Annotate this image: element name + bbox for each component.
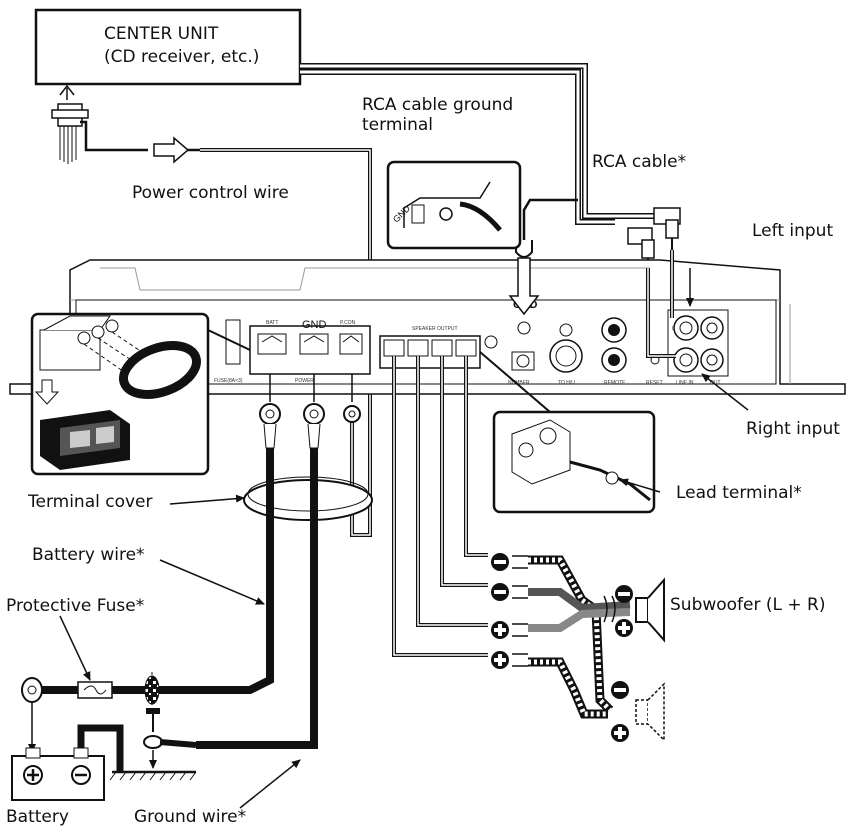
center-unit-subtitle: (CD receiver, etc.) (104, 47, 260, 67)
speaker-terminal-block (379, 335, 498, 369)
number-dial (511, 351, 535, 371)
right-input-label: Right input (746, 419, 840, 439)
ground-wire (196, 448, 318, 749)
reset-label: RESET (646, 380, 663, 386)
rca-cable-label: RCA cable* (592, 152, 687, 172)
second-speaker-icon (611, 681, 665, 742)
center-unit-title: CENTER UNIT (104, 24, 219, 44)
line-out-label: OUT (710, 380, 721, 386)
head-unit-connector (549, 323, 583, 373)
left-input-label: Left input (752, 221, 834, 241)
ground-wire-label: Ground wire* (134, 807, 247, 827)
lead-terminal-label: Lead terminal* (676, 483, 802, 503)
number-label: NUMBER (508, 380, 530, 386)
ground-wire-arrow (239, 759, 301, 809)
battery-wire-label: Battery wire* (32, 545, 145, 565)
line-in-label: LINE IN (676, 380, 694, 386)
terminal-cover-inset (30, 312, 251, 476)
ring-terminals (259, 374, 361, 449)
power-control-label: Power control wire (132, 183, 289, 203)
lead-terminal-inset (479, 351, 656, 514)
speaker-wires (392, 356, 488, 657)
protective-fuse-arrow (59, 615, 91, 681)
chassis-ground (109, 708, 197, 781)
subwoofer-icon (615, 577, 665, 643)
line-in-jacks (667, 309, 729, 377)
fuse-label: FUSE(8A×3) (214, 378, 243, 384)
center-unit (34, 8, 302, 86)
battery-wire-arrow (159, 559, 265, 605)
speaker-output-label: SPEAKER OUTPUT (412, 326, 458, 332)
batt-label: BATT (266, 320, 278, 326)
rca-cable (300, 63, 681, 268)
rca-ground-inset: GND (386, 160, 540, 316)
battery-wire (110, 448, 274, 694)
pcon-label: P.CON (340, 320, 356, 326)
power-terminal-block (249, 325, 371, 375)
left-jack-mark: L (672, 326, 675, 332)
gnd-panel-label: GND (302, 319, 327, 331)
rca-ground-label: RCA cable ground terminal (362, 95, 514, 135)
terminal-cover-label: Terminal cover (28, 492, 153, 512)
right-input-arrow (701, 373, 749, 411)
to-hu-label: TO H/U (558, 380, 575, 386)
remote-connector (601, 317, 627, 373)
speaker-cables (528, 555, 631, 719)
subwoofer-label: Subwoofer (L + R) (670, 595, 826, 615)
battery-ring-terminal (21, 677, 43, 753)
protective-fuse (40, 672, 160, 708)
remote-label: REMOTE (604, 380, 626, 386)
callout-arrows (59, 268, 749, 809)
gnd-screw (517, 321, 531, 335)
protective-fuse-label: Protective Fuse* (6, 596, 145, 616)
battery-label: Battery (6, 807, 69, 827)
power-label: POWER (295, 378, 314, 384)
power-flow-arrow (153, 136, 190, 164)
terminal-cover-arrow (169, 494, 245, 505)
lead-terminal-arrow (619, 478, 661, 493)
terminal-polarity-markers (491, 553, 528, 669)
battery (11, 724, 124, 801)
